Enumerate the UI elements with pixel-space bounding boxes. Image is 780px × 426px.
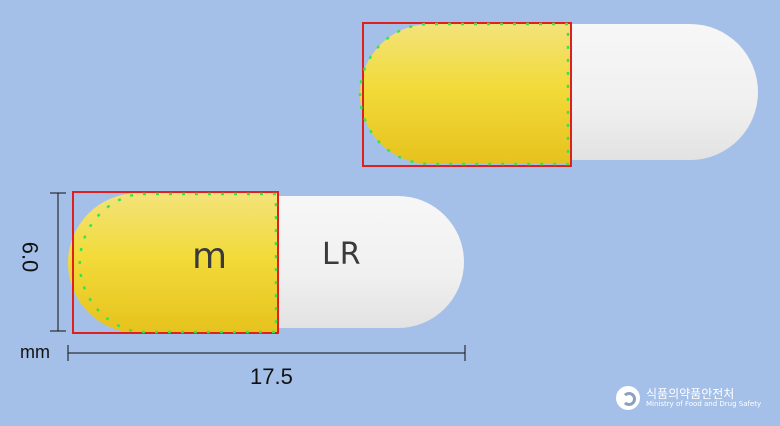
government-emblem-icon xyxy=(616,386,640,410)
height-label: 6.0 xyxy=(17,241,43,273)
bottom-capsule-annotation-box xyxy=(72,191,279,334)
watermark-logo: 식품의약품안전처 Ministry of Food and Drug Safet… xyxy=(616,386,761,410)
bottom-capsule xyxy=(68,191,464,334)
top-capsule-annotation-box xyxy=(362,22,572,167)
unit-label: mm xyxy=(20,342,50,362)
watermark-korean: 식품의약품안전처 xyxy=(646,386,735,401)
top-capsule-body xyxy=(560,24,758,160)
height-dimension xyxy=(50,192,66,332)
top-capsule xyxy=(358,22,758,167)
watermark-text: 식품의약품안전처 Ministry of Food and Drug Safet… xyxy=(646,386,762,409)
bottom-capsule-cap xyxy=(68,193,278,333)
width-dimension xyxy=(67,345,466,361)
width-label: 17.5 xyxy=(250,364,293,389)
bottom-capsule-body xyxy=(270,196,464,328)
top-capsule-cap xyxy=(360,24,570,164)
bottom-capsule-imprint-right: LR xyxy=(322,237,362,272)
bottom-capsule-imprint-left: m xyxy=(192,236,229,277)
watermark-english: Ministry of Food and Drug Safety xyxy=(646,399,762,408)
